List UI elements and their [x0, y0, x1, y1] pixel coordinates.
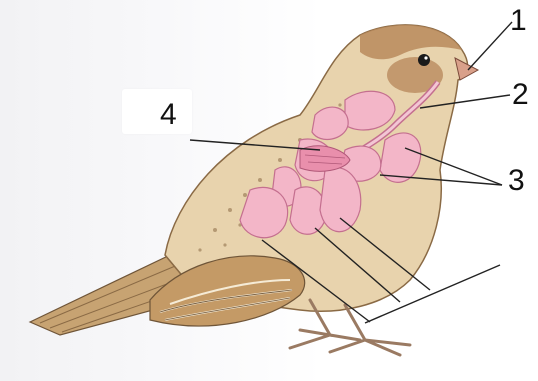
label-4: 4	[160, 100, 177, 130]
label-1: 1	[510, 6, 527, 36]
label-2: 2	[512, 80, 529, 110]
leader-line-1	[468, 22, 512, 70]
label-3: 3	[508, 166, 525, 196]
bird-eye	[418, 54, 430, 66]
